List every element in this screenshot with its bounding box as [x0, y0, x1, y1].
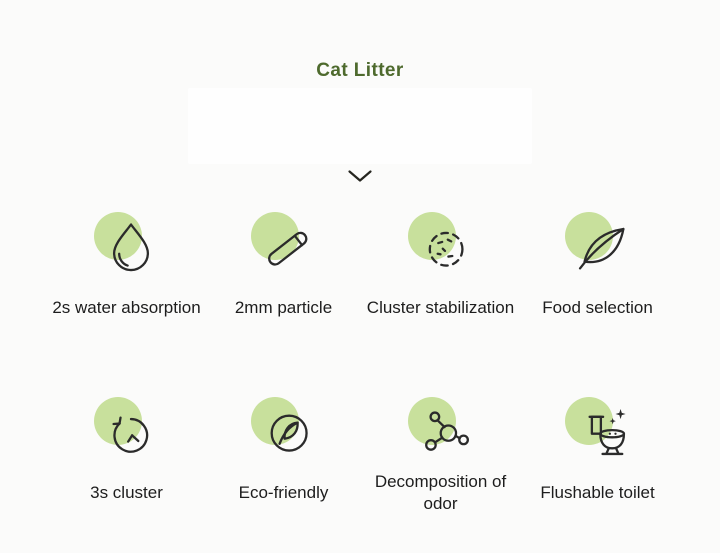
expand-control	[0, 169, 720, 184]
feature-row-2: 3s cluster Eco-friendly	[48, 396, 676, 516]
leaf-circle-icon	[261, 405, 315, 459]
particle-stick-icon	[261, 220, 315, 274]
chevron-down-icon[interactable]	[347, 169, 373, 184]
feature-label: 2s water absorption	[52, 298, 201, 318]
feature-label: Eco-friendly	[238, 483, 329, 503]
feature-label: Flushable toilet	[540, 483, 655, 503]
green-blob	[93, 212, 142, 260]
feature-cluster-speed: 3s cluster	[48, 396, 205, 516]
empty-content-block	[188, 88, 532, 164]
green-blob	[407, 212, 456, 260]
feature-label: 3s cluster	[90, 483, 163, 503]
dashed-cluster-icon	[418, 220, 472, 274]
feature-label: Cluster stabilization	[366, 298, 515, 318]
feature-label: Decomposition of odor	[374, 472, 507, 513]
feature-water-absorption: 2s water absorption	[48, 211, 205, 331]
molecule-icon	[418, 405, 472, 459]
feature-particle-size: 2mm particle	[205, 211, 362, 331]
water-drop-icon	[104, 220, 158, 274]
timer-clock-icon	[104, 405, 158, 459]
page-title: Cat Litter	[316, 60, 404, 81]
feature-label: Food selection	[542, 298, 653, 318]
feature-flushable: Flushable toilet	[519, 396, 676, 516]
feature-odor-decomposition: Decomposition of odor	[362, 396, 519, 516]
feature-row-1: 2s water absorption 2mm particle	[48, 211, 676, 331]
feature-food-selection: Food selection	[519, 211, 676, 331]
toilet-sparkle-icon	[575, 408, 626, 459]
leaf-icon	[575, 220, 629, 274]
feature-cluster-stabilization: Cluster stabilization	[362, 211, 519, 331]
feature-label: 2mm particle	[234, 298, 333, 318]
feature-eco-friendly: Eco-friendly	[205, 396, 362, 516]
